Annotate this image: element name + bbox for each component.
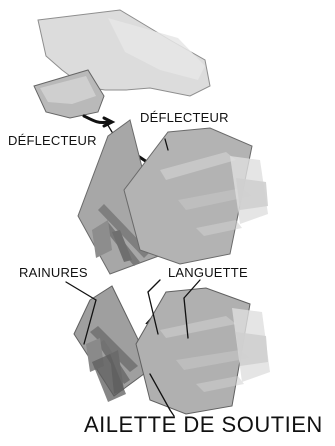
grooves-label: RAINURES <box>19 266 88 279</box>
hand-holding-device-illustration <box>34 10 210 118</box>
middle-right-panel-illustration <box>124 128 268 264</box>
deflector-label-left: DÉFLECTEUR <box>8 134 97 147</box>
support-fin-label: AILETTE DE SOUTIEN <box>84 414 323 436</box>
tongue-label: LANGUETTE <box>168 266 248 279</box>
deflector-label-right: DÉFLECTEUR <box>140 111 229 124</box>
bottom-right-panel-illustration <box>136 288 270 414</box>
